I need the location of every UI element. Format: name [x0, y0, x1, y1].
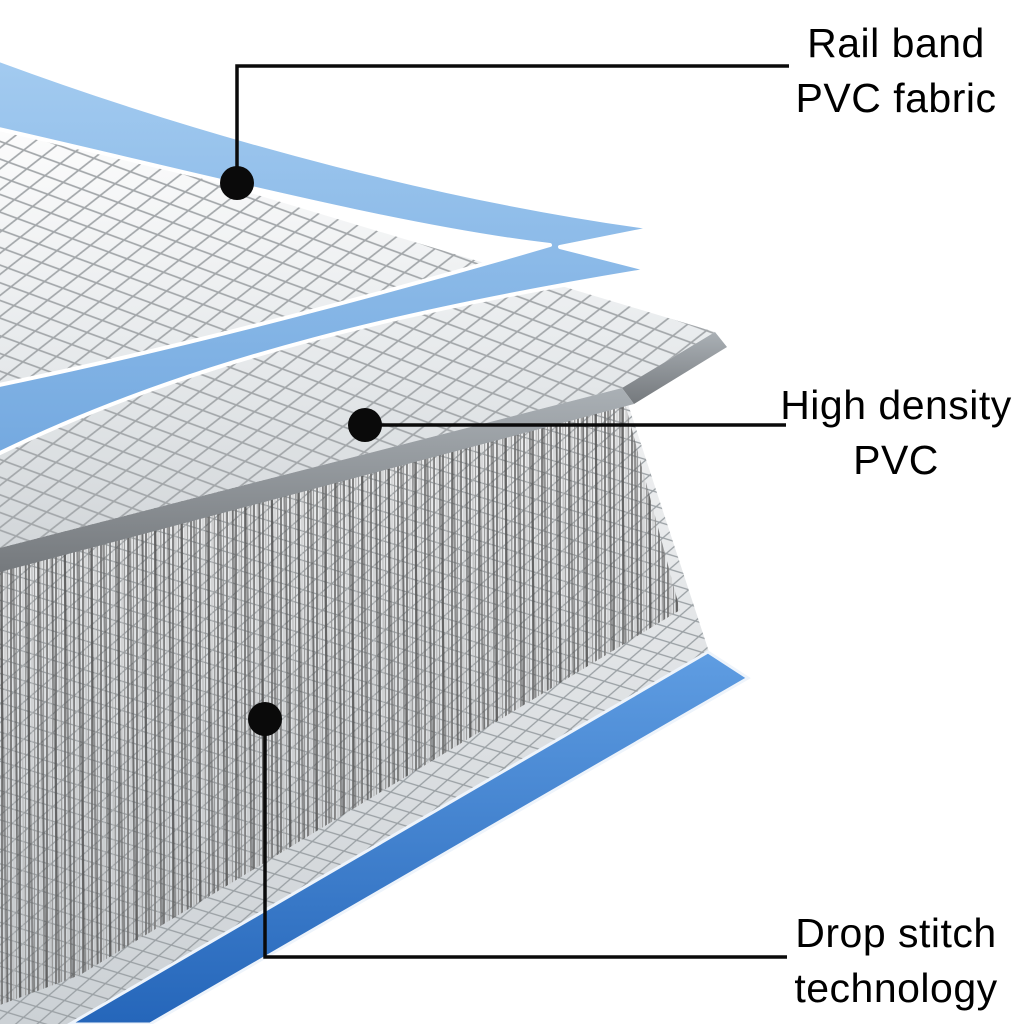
top-surface-edge: [0, 332, 727, 572]
callout-line-drop-stitch: [263, 719, 787, 959]
callout-label-high-density: High density PVC: [778, 378, 1014, 488]
callout-label-line: technology: [794, 965, 998, 1011]
drop-stitch-threads: [0, 392, 680, 1005]
callout-label-rail-band: Rail band PVC fabric: [778, 16, 1014, 126]
top-surface: [0, 118, 715, 548]
callout-label-line: PVC: [853, 437, 939, 483]
callout-label-line: PVC fabric: [795, 75, 997, 121]
callout-line-rail-band: [235, 64, 789, 183]
callout-label-line: Rail band: [807, 20, 985, 66]
callout-label-line: High density: [780, 382, 1012, 428]
rail-band-ribbon: [0, 58, 657, 456]
callout-dot-drop-stitch: [248, 702, 282, 736]
callout-dot-high-density: [348, 408, 382, 442]
callout-label-drop-stitch: Drop stitch technology: [778, 906, 1014, 1016]
callout-label-line: Drop stitch: [795, 910, 997, 956]
bottom-rail-band: [67, 650, 751, 1024]
callout-dot-rail-band: [220, 166, 254, 200]
